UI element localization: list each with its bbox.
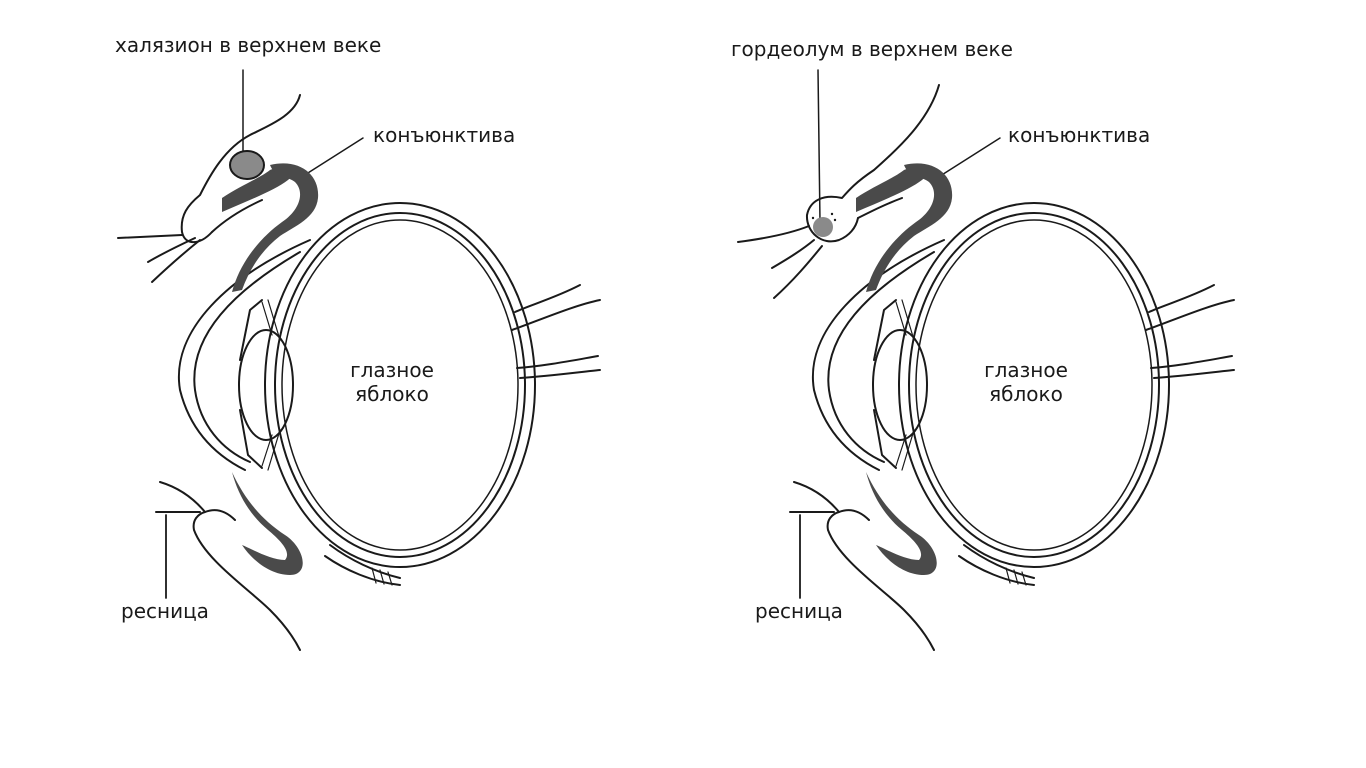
eyeball-label: глазное яблоко	[956, 358, 1096, 406]
sclera-outer	[898, 202, 1170, 568]
conjunctiva-label: конъюнктива	[373, 123, 516, 147]
eyeball-label: глазное яблоко	[322, 358, 462, 406]
retina	[281, 219, 519, 551]
lower-eyelid	[159, 481, 301, 651]
lesion-leader	[817, 69, 821, 223]
conjunctiva-band	[232, 163, 319, 292]
conjunctiva-leader	[936, 137, 1001, 179]
cornea-inner	[193, 251, 301, 463]
iris-upper	[873, 299, 897, 361]
optic-nerve-top	[514, 284, 581, 313]
lens	[872, 329, 928, 441]
retina	[915, 219, 1153, 551]
sclera-outer	[264, 202, 536, 568]
hordeolum-lesion	[813, 217, 833, 237]
optic-nerve-bottom	[516, 355, 599, 369]
cornea-outer	[177, 239, 311, 471]
eye-cross-section-chalazion	[117, 69, 601, 651]
conjunctiva-upper-fold	[856, 167, 927, 212]
chalazion-lesion	[229, 150, 265, 180]
upper-eyelid	[180, 94, 301, 244]
eyelash-label: ресница	[121, 599, 209, 623]
lens	[238, 329, 294, 441]
lesion-label: халязион в верхнем веке	[115, 33, 382, 57]
lower-eyelid	[793, 481, 935, 651]
conjunctiva-upper-fold	[222, 167, 293, 212]
upper-eyelid	[805, 84, 940, 243]
upper-eyelashes	[117, 234, 183, 239]
conjunctiva-lower	[866, 472, 937, 575]
conjunctiva-label: конъюнктива	[1008, 123, 1151, 147]
eye-cross-section-hordeolum	[737, 69, 1235, 651]
lesion-label: гордеолум в верхнем веке	[731, 37, 1013, 61]
eyeball-label-line1: глазное	[984, 358, 1068, 382]
iris-upper	[239, 299, 263, 361]
sclera-inner	[908, 212, 1160, 558]
iris-lower	[873, 409, 897, 469]
conjunctiva-leader	[299, 137, 364, 179]
conjunctiva-band	[866, 163, 953, 292]
optic-nerve-top	[1148, 284, 1215, 313]
eyelash-label: ресница	[755, 599, 843, 623]
conjunctiva-lower	[232, 472, 303, 575]
hordeolum-panel: гордеолум в верхнем веке конъюнктива гла…	[634, 0, 1317, 768]
optic-nerve-bottom	[1150, 355, 1233, 369]
cornea-inner	[827, 251, 935, 463]
iris-lower	[239, 409, 263, 469]
cornea-outer	[811, 239, 945, 471]
eyeball-label-line1: глазное	[350, 358, 434, 382]
sclera-inner	[274, 212, 526, 558]
upper-eyelashes	[737, 225, 810, 243]
eyeball-label-line2: яблоко	[355, 382, 429, 406]
chalazion-panel: халязион в верхнем веке конъюнктива глаз…	[115, 33, 601, 651]
eyeball-label-line2: яблоко	[989, 382, 1063, 406]
